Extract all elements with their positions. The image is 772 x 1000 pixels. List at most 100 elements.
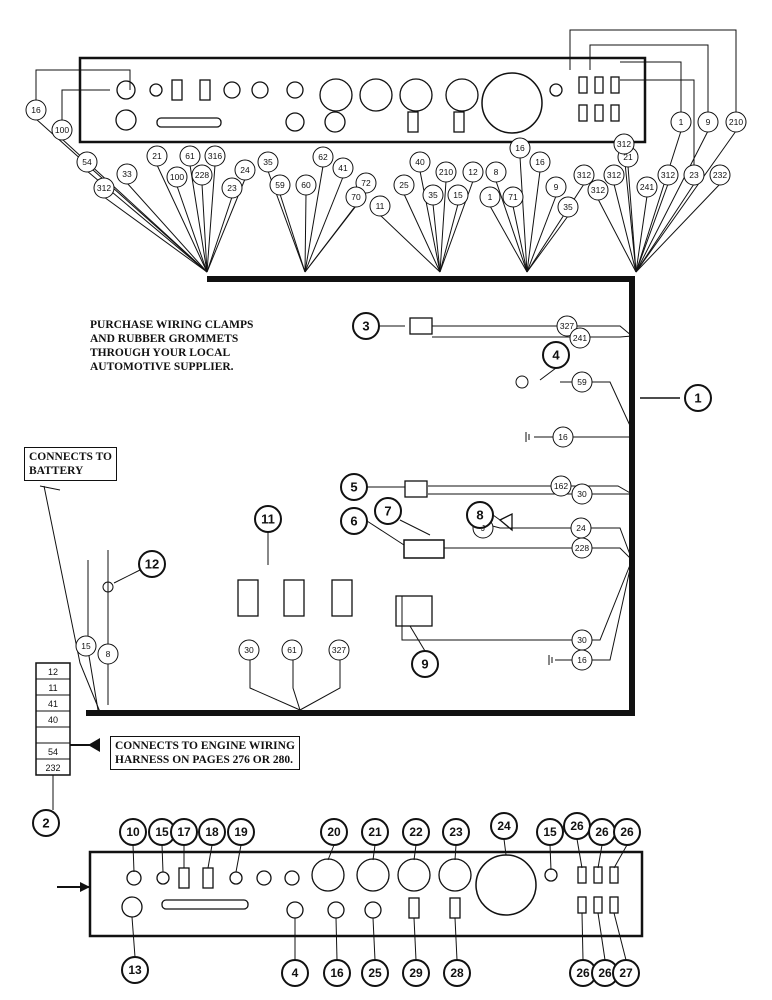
circuit-breaker-icon	[610, 76, 620, 94]
leader-line	[161, 844, 164, 873]
toggle-switch-icon	[408, 897, 420, 919]
wire-line	[176, 185, 208, 273]
horn-icon	[498, 512, 513, 532]
note-connects-battery: CONNECTS TO BATTERY	[24, 447, 117, 481]
wire-line	[589, 44, 709, 112]
indicator-slot-icon	[156, 117, 222, 128]
part-number-callout-circle	[490, 812, 518, 840]
harness-wire-label: 24	[576, 523, 586, 533]
indicator-slot-icon	[161, 899, 249, 910]
toggle-switch-icon	[171, 79, 183, 101]
plug-connector-icon	[404, 480, 428, 498]
ground-clip-icon	[102, 581, 114, 593]
part-number-callout: 7	[384, 504, 391, 519]
top-wire-label-circle	[557, 196, 579, 218]
leader-line	[366, 520, 405, 546]
leader-line	[413, 917, 417, 961]
wire-line	[519, 156, 528, 273]
wire-line	[304, 205, 357, 273]
top-wire-label: 33	[122, 169, 132, 179]
wire-line	[469, 519, 633, 561]
harness-wire-label-circle	[571, 371, 593, 393]
part-number-callout: 16	[330, 966, 344, 980]
harness-wire-label: 30	[244, 645, 254, 655]
pressure-switch-icon	[283, 579, 305, 617]
part-number-callout-circle	[119, 818, 147, 846]
part-number-callout-circle	[443, 959, 471, 987]
wire-line	[526, 183, 585, 273]
part-number-callout-circle	[542, 341, 570, 369]
tachometer-icon	[481, 72, 543, 134]
part-number-callout: 13	[128, 963, 142, 977]
gauge-icon	[544, 868, 558, 882]
top-wire-label: 61	[185, 151, 195, 161]
top-wire-label: 40	[415, 157, 425, 167]
pressure-switch-icon	[331, 579, 353, 617]
part-number-callout-circle	[281, 959, 309, 987]
part-number-callout: 12	[145, 557, 159, 572]
part-number-callout: 19	[234, 825, 248, 839]
gauge-icon	[359, 78, 393, 112]
harness-wire-label-circle	[238, 639, 260, 661]
leader-line	[539, 367, 557, 381]
harness-wire-label: 15	[81, 641, 91, 651]
top-wire-label-circle	[409, 151, 431, 173]
part-number-callout-circle	[361, 818, 389, 846]
circuit-breaker-icon	[610, 104, 620, 122]
top-wire-label: 72	[361, 178, 371, 188]
sensor-icon	[515, 375, 529, 389]
harness-wire-label-circle	[556, 315, 578, 337]
top-wire-label: 24	[240, 165, 250, 175]
gauge-icon	[286, 901, 304, 919]
part-number-callout-circle	[198, 818, 226, 846]
top-wire-label-circle	[509, 137, 531, 159]
top-wire-label: 11	[376, 201, 385, 211]
part-number-callout-circle	[684, 384, 712, 412]
part-number-callout-circle	[352, 312, 380, 340]
connector-block-label: 41	[48, 699, 58, 709]
top-wire-label-circle	[697, 111, 719, 133]
wire-line	[304, 176, 344, 273]
wire-line	[635, 183, 695, 273]
gauge-icon	[156, 871, 170, 885]
wire-line	[304, 193, 307, 273]
wire-line	[206, 164, 216, 273]
part-number-callout-circle	[536, 818, 564, 846]
gauge-icon	[229, 871, 243, 885]
leader-line	[597, 844, 603, 869]
top-wire-label-circle	[670, 111, 692, 133]
top-wire-label: 16	[31, 105, 41, 115]
leader-line	[132, 844, 135, 873]
top-wire-label-circle	[345, 186, 367, 208]
part-number-callout: 20	[327, 825, 341, 839]
harness-wire-label: 241	[573, 333, 587, 343]
harness-wire-label-circle	[75, 635, 97, 657]
part-number-callout: 9	[421, 657, 428, 672]
part-number-callout: 21	[368, 825, 382, 839]
gauge-icon	[115, 109, 137, 131]
note-line: PURCHASE WIRING CLAMPS	[90, 319, 254, 331]
connector-block-label: 232	[45, 763, 60, 773]
circuit-breaker-icon	[578, 76, 588, 94]
top-wire-label-circle	[191, 164, 213, 186]
top-wire-label-circle	[51, 119, 73, 141]
part-number-callout: 8	[476, 508, 483, 523]
circuit-breaker-icon	[577, 896, 587, 914]
leader-line	[613, 844, 628, 869]
wire-line	[613, 183, 637, 273]
connector-block-label: 12	[48, 667, 58, 677]
gauge-icon	[116, 80, 136, 100]
harness-wire-label-circle	[550, 475, 572, 497]
gauge-icon	[356, 858, 390, 892]
top-wire-label: 210	[729, 117, 743, 127]
gauge-icon	[445, 78, 479, 112]
wire-line	[432, 203, 441, 273]
leader-line	[235, 844, 242, 873]
top-wire-label: 312	[607, 170, 621, 180]
part-number-callout-circle	[466, 501, 494, 529]
part-number-callout: 15	[155, 825, 169, 839]
leader-line	[39, 485, 61, 491]
wire-line	[439, 180, 447, 273]
leader-line	[454, 917, 458, 961]
top-wire-label-circle	[709, 164, 731, 186]
